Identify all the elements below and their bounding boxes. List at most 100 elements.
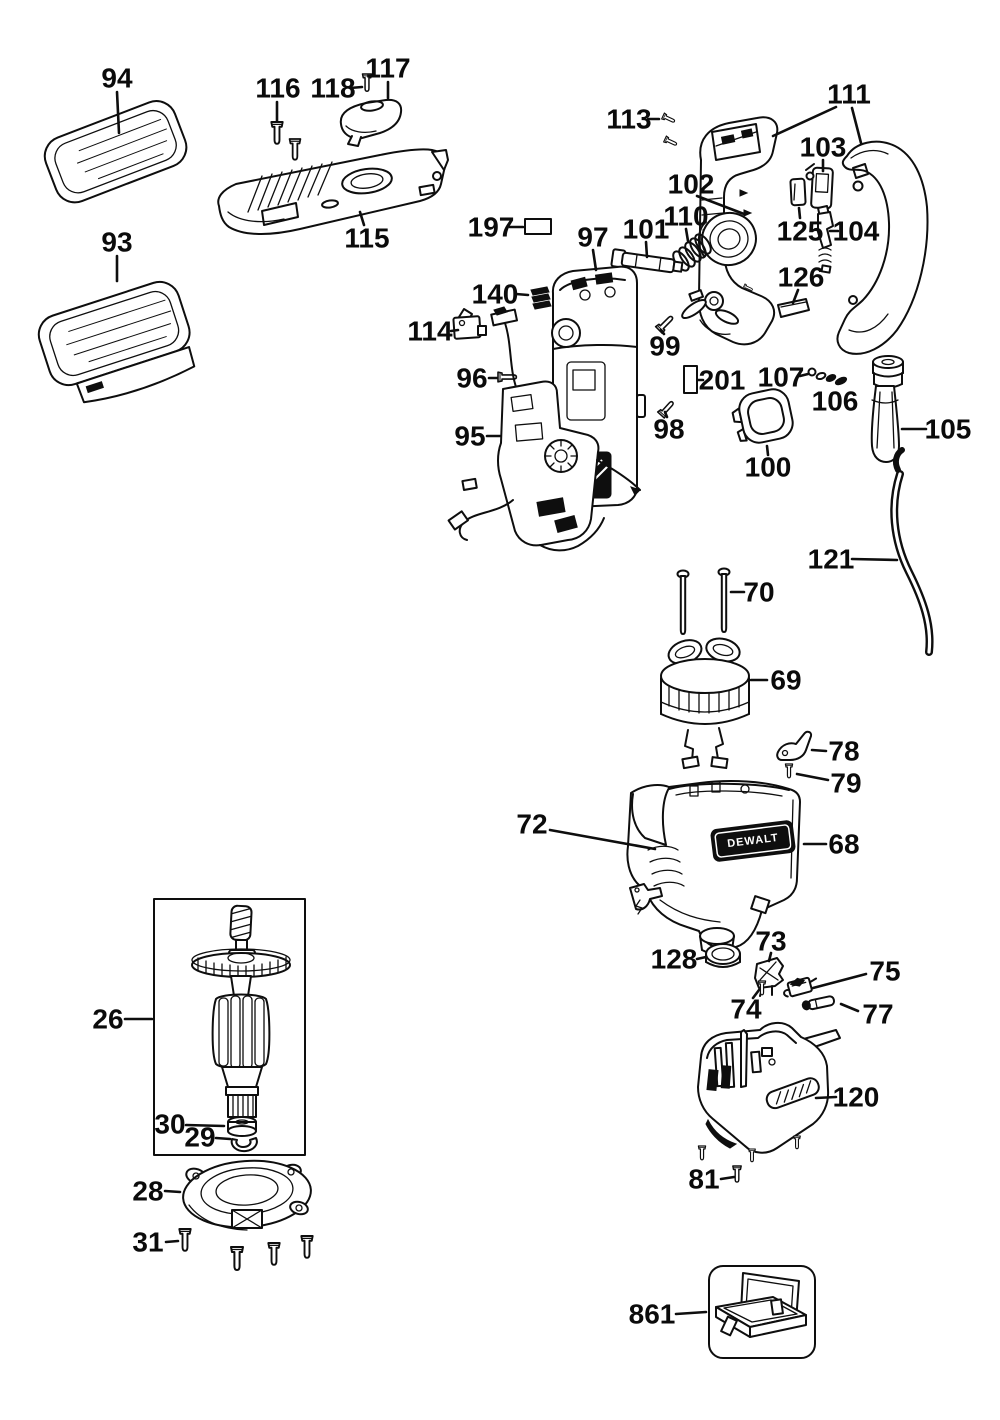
callout-81: 81 (688, 1164, 719, 1195)
leader-line-98 (663, 410, 669, 419)
callout-30: 30 (154, 1109, 185, 1140)
part-70-screws (676, 567, 731, 635)
part-104-trigger (817, 211, 834, 274)
callout-75: 75 (869, 956, 900, 987)
callout-70: 70 (743, 577, 774, 608)
callout-72: 72 (516, 809, 547, 840)
part-111-handle-outer (836, 140, 929, 355)
part-201-nameplate (683, 365, 698, 394)
callout-100: 100 (745, 452, 792, 483)
leader-line-78 (810, 748, 828, 753)
callout-114: 114 (407, 316, 453, 347)
callout-197: 197 (468, 212, 515, 243)
callout-94: 94 (101, 63, 133, 94)
callout-128: 128 (651, 944, 698, 975)
leader-line-120 (814, 1095, 838, 1100)
part-81-screw (732, 1165, 742, 1183)
brand-badge: DEWALT (710, 820, 796, 862)
part-31-screws (178, 1228, 314, 1271)
callout-95: 95 (454, 421, 485, 452)
callout-29: 29 (184, 1122, 215, 1153)
leader-line-115 (358, 210, 366, 227)
leader-line-31 (164, 1239, 180, 1244)
callout-79: 79 (830, 768, 861, 799)
leader-line-72 (548, 828, 657, 851)
part-107-washers (807, 367, 827, 381)
leader-line-118 (348, 85, 364, 90)
part-115-top-cover (217, 148, 449, 236)
callout-28: 28 (132, 1176, 163, 1207)
callout-96: 96 (456, 363, 487, 394)
leader-line-29 (214, 1136, 232, 1141)
part-197-nameplate (524, 218, 552, 235)
part-brush-spring-bracket (629, 883, 663, 915)
leader-line-128 (695, 955, 708, 961)
callout-101: 101 (623, 214, 670, 245)
part-77-terminal-pin (801, 995, 836, 1011)
callout-73: 73 (755, 926, 786, 957)
callout-117: 117 (365, 53, 410, 84)
part-111-handle-inner (681, 116, 779, 346)
part-116-screws (270, 121, 302, 161)
callout-861: 861 (629, 1299, 676, 1330)
part-94-side-cover (43, 100, 188, 204)
leader-line-101 (644, 240, 649, 259)
leader-line-81 (719, 1175, 736, 1181)
leader-line-94 (115, 90, 121, 135)
part-68-motor-housing: DEWALT (626, 780, 801, 955)
part-28-bearing-plate (182, 1159, 312, 1231)
callout-69: 69 (770, 665, 801, 696)
callout-201: 201 (699, 365, 746, 396)
leader-line-77 (839, 1002, 860, 1013)
leader-line-110 (684, 227, 690, 243)
callout-78: 78 (828, 736, 859, 767)
leader-line-114 (449, 328, 460, 333)
callout-93: 93 (101, 227, 132, 258)
part-128-ring (705, 943, 741, 968)
callout-77: 77 (862, 999, 893, 1030)
callout-98: 98 (653, 414, 684, 445)
part-125-slide (789, 177, 807, 207)
part-105-cord-protector (870, 355, 904, 463)
leader-line-73 (767, 951, 773, 963)
part-30-bearing (227, 1116, 257, 1137)
callout-125: 125 (777, 216, 824, 247)
callout-31: 31 (132, 1227, 163, 1258)
callout-102: 102 (668, 169, 715, 200)
callout-99: 99 (649, 331, 680, 362)
leader-line-126 (791, 288, 800, 305)
callout-140: 140 (472, 279, 519, 310)
part-106-pins (825, 374, 848, 386)
callout-68: 68 (828, 829, 859, 860)
part-126-plate (777, 298, 810, 318)
part-95-switch-assembly (447, 306, 641, 552)
part-78-bracket (776, 730, 813, 761)
callout-113: 113 (606, 104, 651, 135)
leader-line-79 (795, 772, 830, 782)
leader-line-97 (591, 248, 598, 272)
leader-line-140 (514, 292, 530, 297)
callout-26: 26 (92, 1004, 123, 1035)
part-113-screws (661, 112, 679, 148)
callout-115: 115 (344, 223, 389, 254)
part-100-ring (731, 388, 794, 444)
leader-line-861 (674, 1310, 708, 1316)
leader-line-111 (771, 105, 838, 138)
callout-121: 121 (808, 544, 855, 575)
callout-118: 118 (310, 73, 355, 104)
callout-126: 126 (778, 262, 825, 293)
callout-107: 107 (758, 362, 805, 393)
part-93-side-cover (37, 280, 196, 404)
part-120-bottom-cover (697, 1022, 841, 1154)
part-102-boot (698, 211, 757, 267)
leader-line-102 (695, 194, 746, 216)
callout-74: 74 (730, 994, 762, 1025)
leader-line-111 (850, 106, 863, 145)
part-121-cord (890, 447, 934, 656)
part-114-switch (452, 308, 487, 340)
part-140-terminal (530, 286, 552, 310)
part-79-screw (784, 763, 794, 779)
leader-line-74 (751, 988, 761, 1000)
part-103-switch (805, 163, 834, 218)
